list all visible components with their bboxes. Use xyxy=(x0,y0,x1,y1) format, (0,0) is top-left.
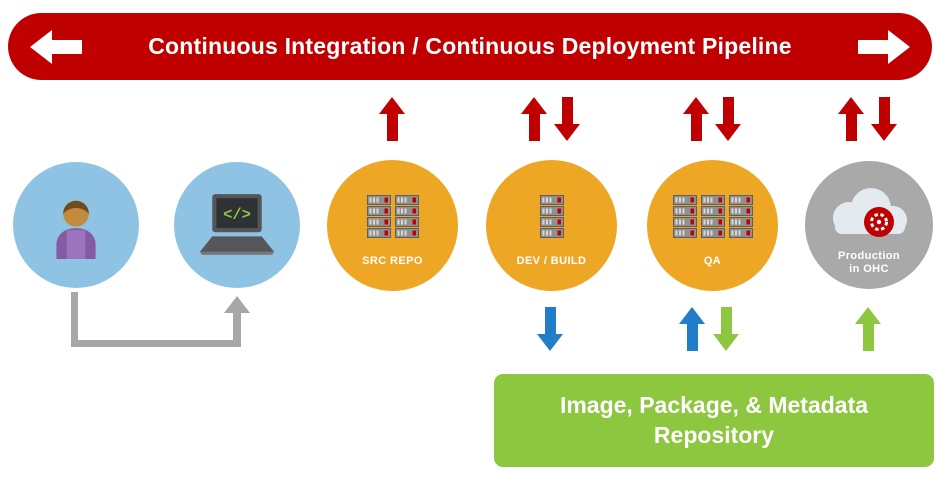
red-up-arrow xyxy=(838,97,864,141)
node-label: QA xyxy=(703,255,722,268)
red-down-arrow xyxy=(554,97,580,141)
green-down-arrow xyxy=(713,307,739,351)
node-label: DEV / BUILD xyxy=(516,255,587,268)
node-label: SRC REPO xyxy=(362,255,423,268)
server-rack-icon xyxy=(367,195,419,239)
red-up-arrow xyxy=(521,97,547,141)
server-rack-icon xyxy=(673,195,753,239)
red-down-arrow xyxy=(871,97,897,141)
blue-down-arrow xyxy=(537,307,563,351)
repository-box: Image, Package, & Metadata Repository xyxy=(494,374,934,467)
person-icon xyxy=(43,190,109,260)
arrow-left-icon xyxy=(30,29,82,64)
node-label: Production in OHC xyxy=(837,249,901,276)
node-production: Production in OHC xyxy=(805,161,933,289)
arrow-right-icon xyxy=(858,29,910,64)
pipeline-title: Continuous Integration / Continuous Depl… xyxy=(148,33,792,59)
red-up-arrow xyxy=(379,97,405,141)
node-developer xyxy=(13,162,139,288)
repository-label: Image, Package, & Metadata Repository xyxy=(559,391,869,448)
blue-up-arrow xyxy=(679,307,705,351)
gray-connector-horizontal xyxy=(71,340,241,347)
gray-up-arrow-head xyxy=(224,296,250,313)
gray-up-arrow-shaft xyxy=(233,312,241,345)
cloud-openshift-icon xyxy=(819,180,919,252)
laptop-code-icon: </> xyxy=(193,192,281,258)
node-dev-build: DEV / BUILD xyxy=(486,160,617,291)
pipeline-banner: Continuous Integration / Continuous Depl… xyxy=(8,13,932,80)
node-src-repo: SRC REPO xyxy=(327,160,458,291)
gray-connector-vertical xyxy=(71,292,78,347)
node-qa: QA xyxy=(647,160,778,291)
green-up-arrow xyxy=(855,307,881,351)
code-glyph: </> xyxy=(223,206,251,224)
server-rack-icon xyxy=(540,195,564,239)
red-up-arrow xyxy=(683,97,709,141)
node-workstation: </> xyxy=(174,162,300,288)
red-down-arrow xyxy=(715,97,741,141)
